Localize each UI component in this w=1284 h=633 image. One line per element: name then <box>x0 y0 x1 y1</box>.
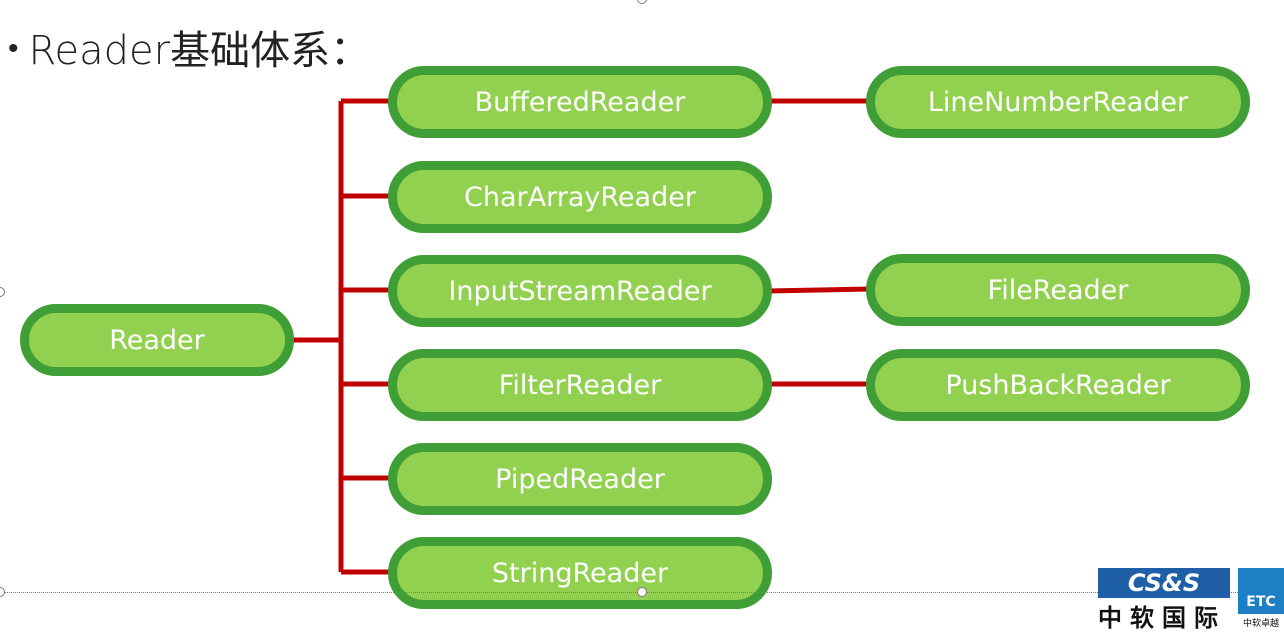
page-title-text: Reader基础体系： <box>28 28 371 74</box>
node-input-stream-reader-label: InputStreamReader <box>448 275 712 307</box>
node-piped-reader-label: PipedReader <box>495 463 665 495</box>
node-buffered-reader: BufferedReader <box>388 66 772 138</box>
node-line-number-reader: LineNumberReader <box>866 66 1250 138</box>
node-reader: Reader <box>20 304 294 376</box>
logo-brand: CS&S <box>1098 568 1230 598</box>
connector-file <box>767 286 871 294</box>
node-input-stream-reader: InputStreamReader <box>388 255 772 327</box>
node-line-number-reader-label: LineNumberReader <box>927 86 1189 118</box>
node-reader-label: Reader <box>109 324 205 356</box>
node-char-array-reader: CharArrayReader <box>388 161 772 233</box>
page-title: • Reader基础体系： <box>8 18 370 76</box>
bullet: • <box>8 31 19 66</box>
node-string-reader-label: StringReader <box>491 557 669 589</box>
node-string-reader: StringReader <box>388 537 772 609</box>
company-logo: CS&S 中软国际 ETC 中软卓越 <box>1098 568 1284 632</box>
selection-handle-bottom[interactable] <box>637 587 647 597</box>
logo-chinese: 中软国际 <box>1098 604 1226 632</box>
node-buffered-reader-label: BufferedReader <box>474 86 686 118</box>
node-filter-reader-label: FilterReader <box>498 369 662 401</box>
node-piped-reader: PipedReader <box>388 443 772 515</box>
node-char-array-reader-label: CharArrayReader <box>464 181 696 213</box>
node-file-reader-label: FileReader <box>987 274 1129 306</box>
logo-etc-sub: 中软卓越 <box>1242 619 1279 629</box>
node-pushback-reader: PushBackReader <box>866 349 1250 421</box>
node-file-reader: FileReader <box>866 254 1250 326</box>
node-filter-reader: FilterReader <box>388 349 772 421</box>
logo-etc: ETC <box>1238 568 1284 614</box>
node-pushback-reader-label: PushBackReader <box>945 369 1171 401</box>
